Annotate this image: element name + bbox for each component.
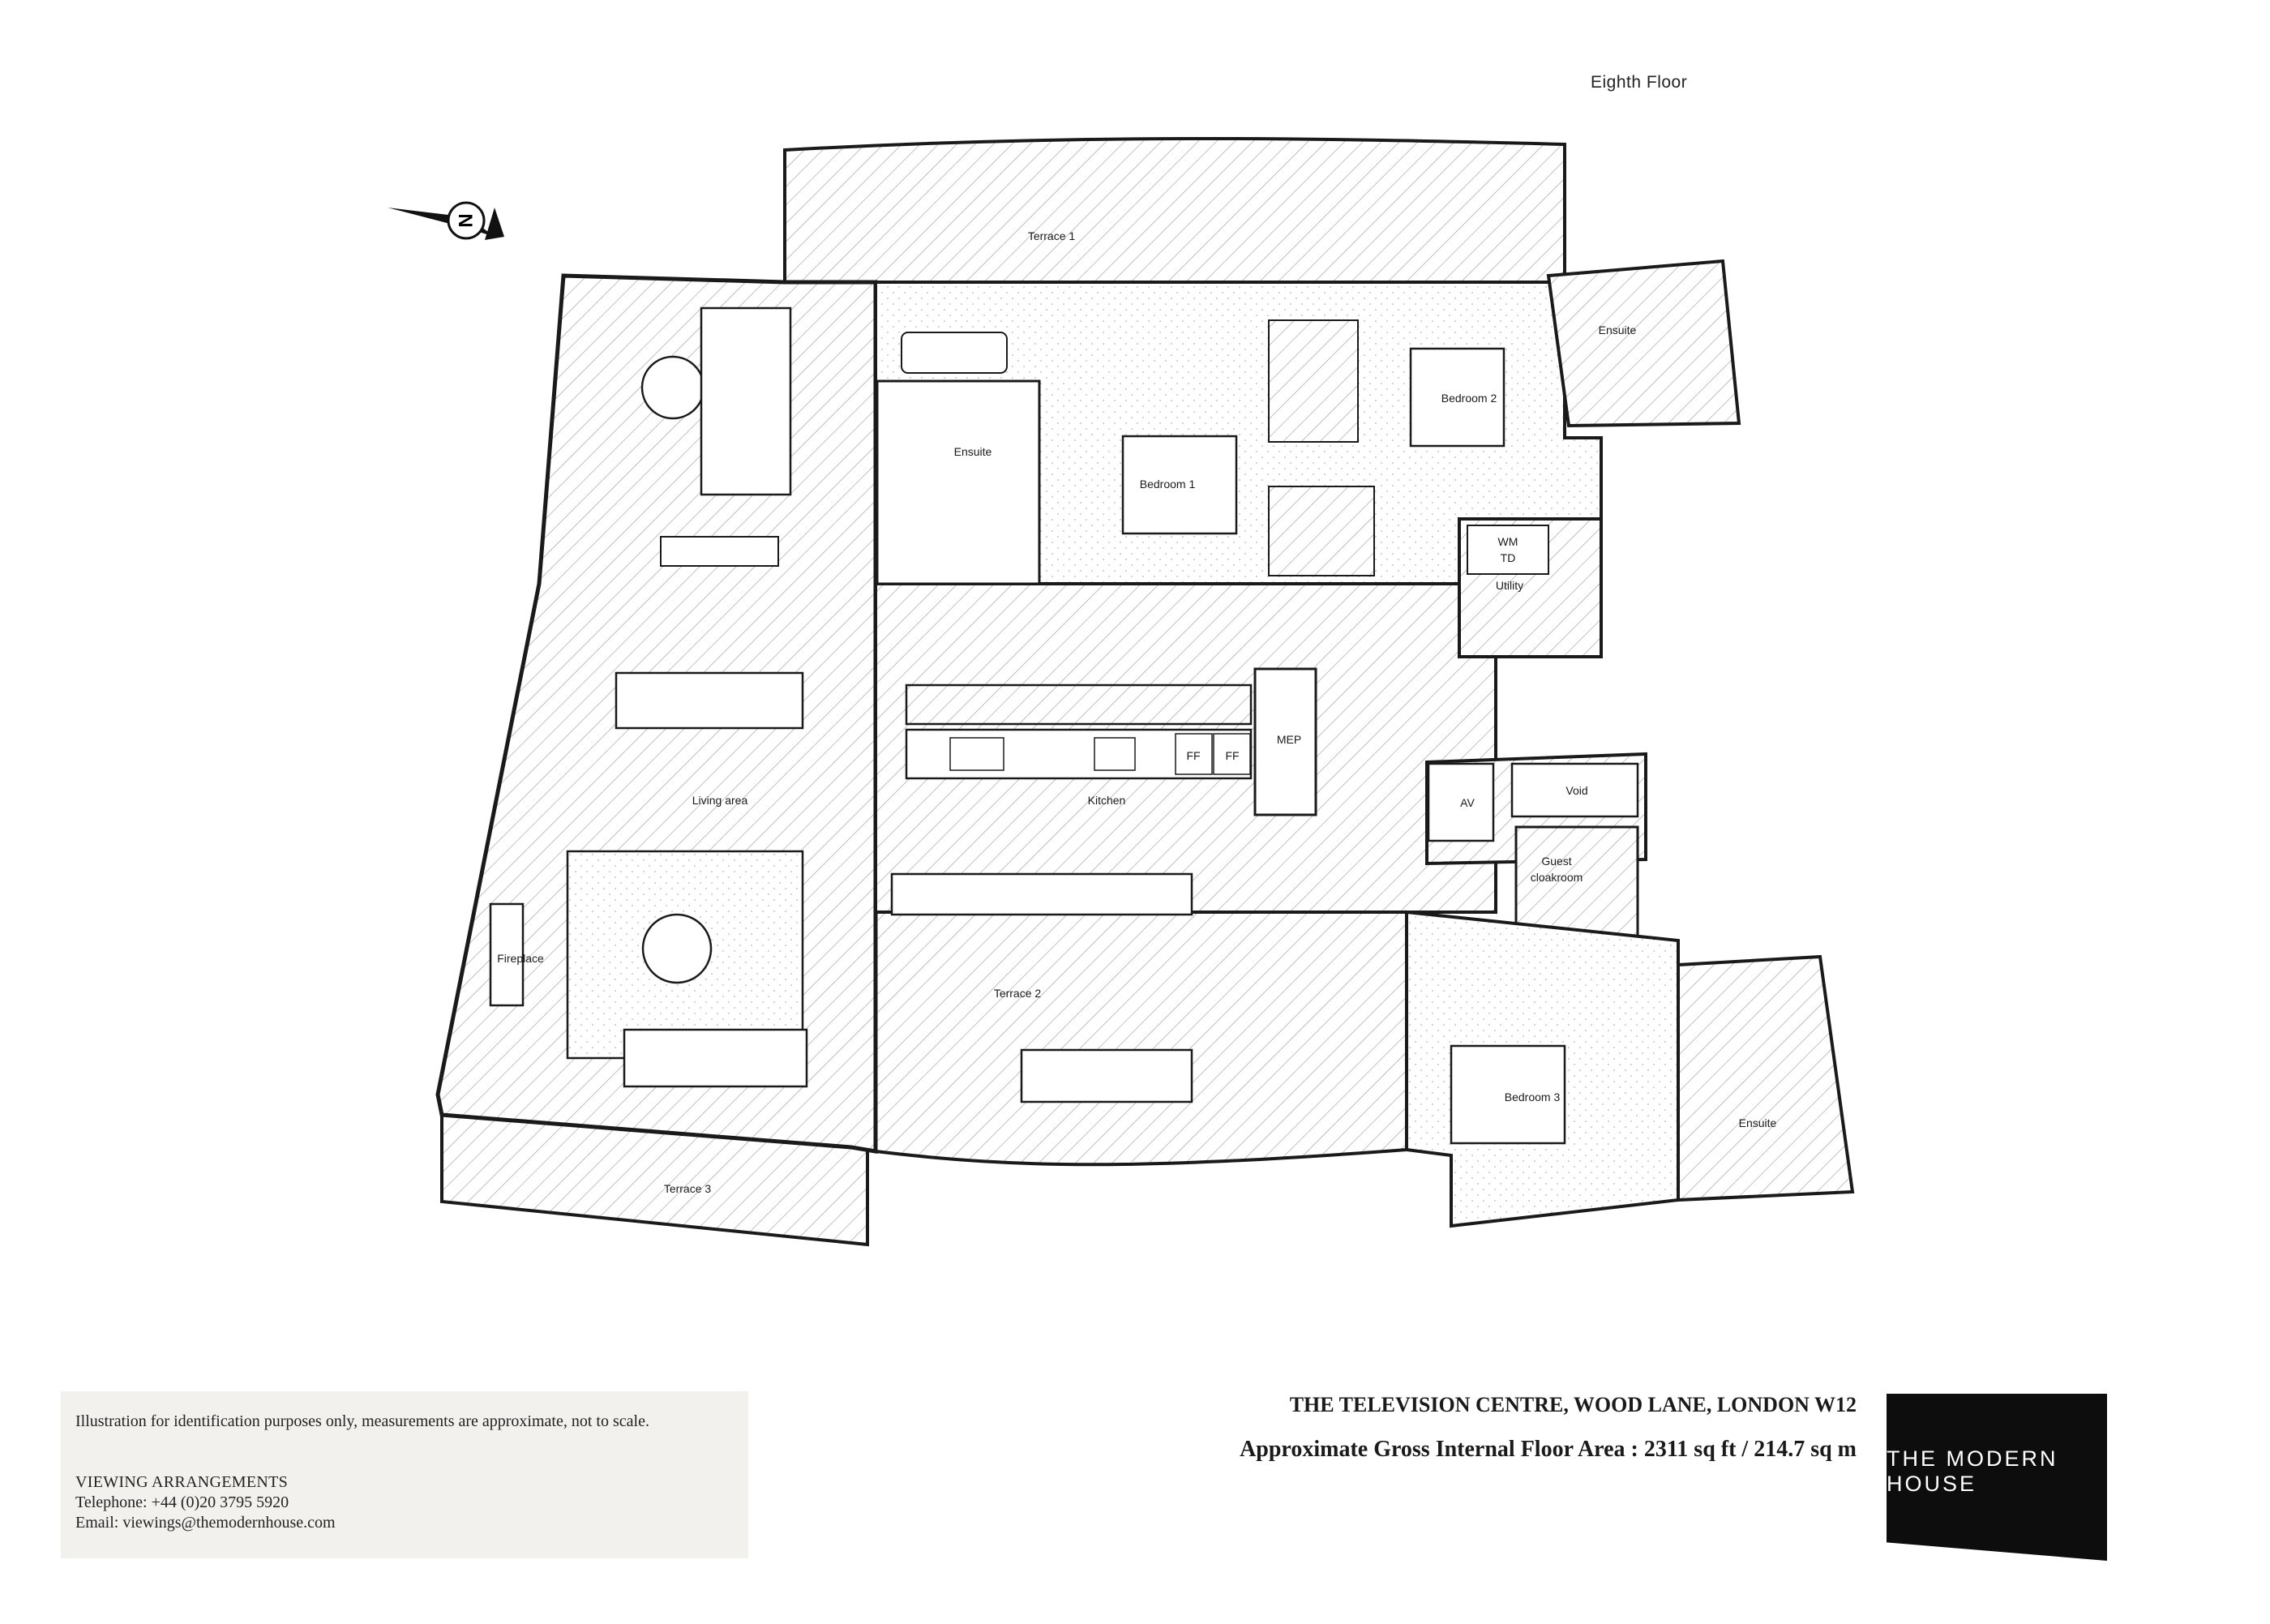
sofa (623, 1028, 808, 1088)
side-table (640, 355, 705, 420)
fireplace-unit (489, 902, 525, 1007)
wardrobe-2 (1268, 486, 1375, 576)
utility-label: Utility (1496, 579, 1523, 592)
sofa-north (700, 306, 792, 496)
bed-3 (1450, 1044, 1566, 1145)
guest-cloakroom-label-2: cloakroom (1531, 871, 1583, 884)
fireplace-label: Fireplace (497, 952, 544, 965)
email-text: Email: viewings@themodernhouse.com (75, 1514, 336, 1532)
terrace-1-label: Terrace 1 (1028, 229, 1076, 242)
guest-cloakroom (1514, 825, 1639, 942)
bathtub (901, 332, 1008, 374)
breakfast-counter (890, 872, 1193, 916)
ensuite-main-label: Ensuite (954, 445, 992, 458)
terrace-1-area (783, 136, 1566, 284)
ensuite-main-room (876, 379, 1041, 585)
telephone-text: Telephone: +44 (0)20 3795 5920 (75, 1493, 289, 1511)
bedroom-3-label: Bedroom 3 (1505, 1091, 1561, 1103)
ensuite-3-room (1677, 954, 1855, 1202)
av-cupboard (1427, 762, 1495, 842)
sink-icon (1094, 737, 1136, 771)
mep-label: MEP (1277, 733, 1301, 746)
floor-area: Approximate Gross Internal Floor Area : … (1240, 1437, 1857, 1462)
fridge-1 (1175, 733, 1213, 775)
brand-logo: THE MODERN HOUSE (1887, 1394, 2107, 1561)
wm-td-unit (1467, 525, 1549, 575)
void-label: Void (1565, 784, 1587, 797)
ensuite-2-label: Ensuite (1599, 324, 1637, 336)
terrace-dining-table (1020, 1048, 1193, 1103)
terrace-2-label: Terrace 2 (994, 987, 1042, 1000)
wardrobe-1 (1268, 319, 1359, 443)
brand-name: THE MODERN HOUSE (1887, 1446, 2058, 1496)
void-space (1510, 762, 1639, 818)
mep-room (1253, 667, 1317, 816)
viewing-title: VIEWING ARRANGEMENTS (75, 1473, 289, 1491)
disclaimer-box: Illustration for identification purposes… (61, 1391, 748, 1558)
guest-cloakroom-label-1: Guest (1541, 855, 1571, 868)
ff-label-2: FF (1225, 749, 1239, 762)
hob-icon (949, 737, 1004, 771)
compass-head-icon (485, 208, 504, 240)
property-address: THE TELEVISION CENTRE, WOOD LANE, LONDON… (1289, 1393, 1857, 1416)
td-label: TD (1501, 551, 1516, 564)
av-label: AV (1460, 796, 1475, 809)
coffee-table (641, 913, 713, 984)
bedroom-1-label: Bedroom 1 (1140, 478, 1196, 491)
bed-2 (1409, 347, 1505, 448)
fridge-2 (1213, 733, 1251, 775)
dining-table (615, 671, 804, 730)
compass-circle (447, 201, 486, 240)
bed-1 (1121, 435, 1238, 535)
terrace-2-area (874, 911, 1408, 1167)
living-area-label: Living area (692, 794, 748, 807)
ensuite-2-room (1546, 259, 1741, 428)
ff-label-1: FF (1186, 749, 1200, 762)
floor-label: Eighth Floor (1591, 73, 1688, 92)
disclaimer-text: Illustration for identification purposes… (75, 1412, 649, 1430)
kitchen-island-top (905, 683, 1253, 726)
wm-label: WM (1498, 535, 1518, 548)
north-compass: N (388, 201, 504, 240)
compass-label: N (454, 213, 476, 227)
terrace-3-label: Terrace 3 (664, 1182, 712, 1195)
bedroom-2-label: Bedroom 2 (1441, 392, 1497, 405)
sideboard (660, 536, 779, 567)
kitchen-label: Kitchen (1088, 794, 1126, 807)
ensuite-3-label: Ensuite (1739, 1116, 1777, 1129)
floor-plan: N Terrace 1 Ensuite Bedroom 1 Bedroo (388, 136, 1855, 1247)
